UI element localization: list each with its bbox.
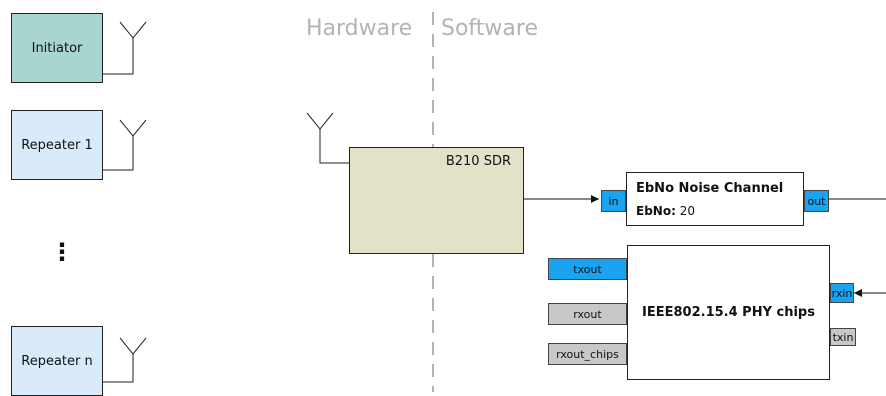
ebno-param-label: EbNo: [636,204,676,218]
ebno-param-value: 20 [679,204,695,218]
repeater-1-node: Repeater 1 [11,110,103,180]
phy-port-rxout[interactable]: rxout [548,303,627,325]
repeater-n-label: Repeater n [21,353,93,369]
antenna-icon [306,112,349,164]
initiator-label: Initiator [31,40,83,56]
initiator-node: Initiator [11,13,103,83]
noise-channel-title: EbNo Noise Channel [636,181,784,196]
software-label: Software [441,16,538,41]
repeater-n-node: Repeater n [11,326,103,396]
phy-port-rxin[interactable]: rxin [830,283,854,303]
antenna-icon [103,337,147,383]
channel-port-in[interactable]: in [601,190,626,212]
antenna-icon [103,119,147,171]
ellipsis: ⋮ [50,238,74,266]
hardware-label: Hardware [306,16,413,41]
sdr-title: B210 SDR [445,154,511,169]
phy-block: IEEE802.15.4 PHY chips [627,245,830,380]
repeater-1-label: Repeater 1 [21,137,93,153]
phy-port-txout[interactable]: txout [548,258,627,280]
noise-channel-param: EbNo: 20 [636,204,695,218]
sdr-block: B210 SDR [349,147,524,254]
phy-title: IEEE802.15.4 PHY chips [642,305,815,320]
antenna-icon [103,21,147,75]
noise-channel-block: EbNo Noise Channel EbNo: 20 [626,172,804,226]
channel-port-out[interactable]: out [804,190,829,212]
phy-port-txin[interactable]: txin [830,328,856,346]
phy-port-rxout-chips[interactable]: rxout_chips [548,343,627,365]
